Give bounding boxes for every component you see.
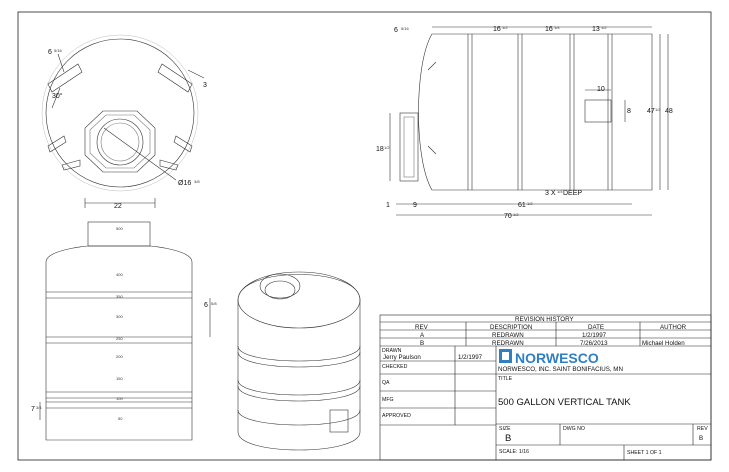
norwesco-logo-mark-inner: [502, 352, 509, 360]
side-len-inner: 61: [518, 202, 526, 209]
side-top-offset: 6: [394, 27, 398, 34]
gallon-mark: 250: [116, 336, 123, 341]
rev-header-description: DESCRIPTION: [490, 324, 532, 331]
norwesco-logo: NORWESCO: [515, 350, 599, 366]
gallon-mark: 500: [116, 226, 123, 231]
side-groove: 3 X: [545, 190, 556, 197]
front-view: [39, 221, 211, 441]
isometric-view: [237, 271, 361, 451]
checked-label: CHECKED: [382, 364, 408, 370]
gallon-mark: 150: [116, 376, 123, 381]
side-len-outer-frac: 1/2: [513, 212, 519, 217]
side-base-9: 9: [413, 202, 417, 209]
side-seg1: 16: [493, 26, 501, 33]
side-len-inner-frac: 1/2: [527, 201, 533, 206]
drawn-label: DRAWN: [382, 348, 402, 354]
qa-label: QA: [382, 380, 390, 386]
side-dia-inner: 47: [647, 108, 655, 115]
rev-a: A: [420, 332, 425, 339]
rev-b-author: Michael Holden: [642, 340, 685, 347]
rev-b: B: [420, 340, 424, 347]
side-outlet-width: 10: [597, 86, 605, 93]
company-name: NORWESCO, INC. SAINT BONIFACIUS, MN: [498, 366, 623, 373]
gallon-mark: 200: [116, 354, 123, 359]
gallon-mark: 350: [116, 294, 123, 299]
gallon-mark: 400: [116, 272, 123, 277]
sheet-number: SHEET 1 OF 1: [627, 450, 662, 456]
side-base-1: 1: [386, 202, 390, 209]
rev-header-date: DATE: [588, 324, 604, 331]
side-outlet-height: 8: [627, 108, 631, 115]
title-label: TITLE: [498, 376, 513, 382]
rev-header-author: AUTHOR: [660, 324, 687, 331]
side-len-outer: 70: [504, 213, 512, 220]
rev-a-desc: REDRAWN: [492, 332, 524, 339]
rev-label: REV: [697, 426, 708, 432]
size-value: B: [505, 433, 511, 444]
side-groove-suffix: DEEP: [563, 190, 582, 197]
side-fitting-height-frac: 1/2: [384, 145, 390, 150]
rev-b-date: 7/26/2013: [580, 340, 608, 347]
side-groove-frac: 1/4: [557, 189, 563, 194]
title-block: [379, 314, 712, 461]
side-seg3: 13: [592, 26, 600, 33]
rev-header-rev: REV: [415, 324, 429, 331]
dim-fitting-frac: 3/8: [194, 179, 200, 184]
dim-width: 22: [114, 203, 122, 210]
dim-opening: 6: [48, 49, 52, 56]
drawing-title: 500 GALLON VERTICAL TANK: [498, 397, 631, 408]
drawn-by: Jerry Paulson: [383, 354, 421, 361]
rev-b-desc: REDRAWN: [492, 340, 524, 347]
drawn-date: 1/2/1997: [458, 354, 483, 361]
approved-label: APPROVED: [382, 413, 411, 419]
side-seg2-frac: 1/4: [554, 25, 560, 30]
dwg-no-label: DWG NO: [563, 426, 585, 432]
front-base-frac: 3/4: [36, 405, 42, 410]
gallon-mark: 300: [116, 314, 123, 319]
front-band-frac: 5/8: [211, 301, 217, 306]
sheet-border: [17, 11, 712, 461]
side-fitting-height: 18: [376, 146, 384, 153]
mfg-label: MFG: [382, 397, 394, 403]
front-base: 7: [31, 406, 35, 413]
side-top-offset-frac: 5/16: [401, 26, 410, 31]
front-band: 6: [204, 302, 208, 309]
side-seg3-frac: 1/2: [601, 25, 607, 30]
side-dia-inner-frac: 1/2: [655, 107, 661, 112]
dim-notch: 3: [203, 82, 207, 89]
side-seg1-frac: 1/2: [502, 25, 508, 30]
side-seg2: 16: [545, 26, 553, 33]
dim-angle: 30°: [52, 92, 63, 100]
revision-history-title: REVISION HISTORY: [515, 316, 574, 323]
side-view: [389, 26, 669, 216]
scale: SCALE: 1/16: [499, 449, 529, 455]
size-label: SIZE: [499, 426, 511, 432]
gallon-mark: 50: [118, 416, 123, 421]
top-view: [41, 34, 205, 208]
rev-value: B: [699, 435, 703, 442]
dim-opening-frac: 5/16: [54, 48, 63, 53]
gallon-mark: 100: [116, 396, 123, 401]
dim-fitting-dia: Ø16: [178, 180, 191, 187]
rev-a-date: 1/2/1997: [582, 332, 607, 339]
side-dia-outer: 48: [665, 108, 673, 115]
